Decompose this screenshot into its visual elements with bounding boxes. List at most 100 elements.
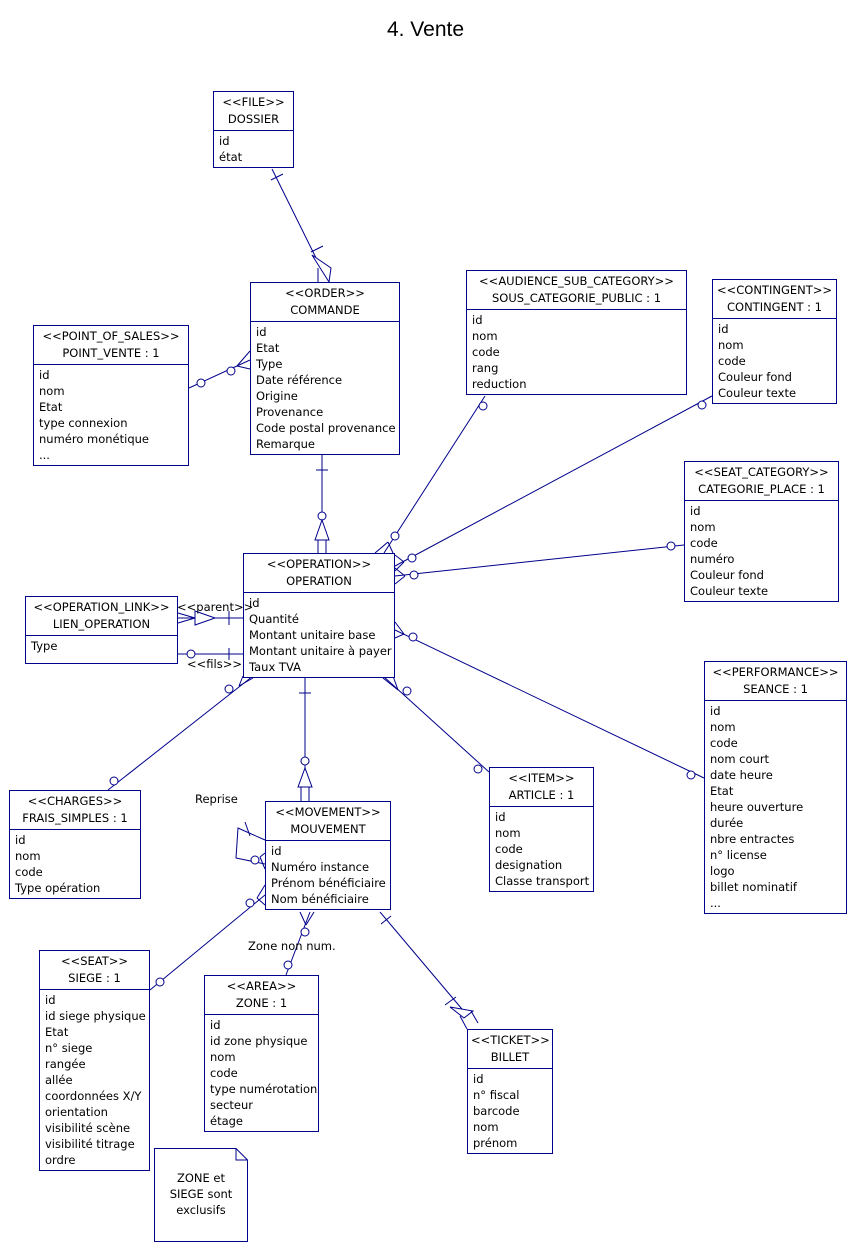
entity-attribute: id bbox=[15, 833, 26, 847]
entity-attribute: état bbox=[219, 150, 243, 164]
label-parent: <<parent>> bbox=[177, 600, 254, 614]
entity-stereotype: <<FILE>> bbox=[222, 95, 285, 109]
entity-attribute: coordonnées X/Y bbox=[45, 1089, 142, 1103]
entity-operation[interactable]: <<OPERATION>> OPERATION id Quantité Mont… bbox=[243, 553, 395, 678]
entity-attribute: ... bbox=[39, 448, 50, 462]
entity-stereotype: <<SEAT_CATEGORY>> bbox=[694, 465, 829, 479]
entity-attribute: Taux TVA bbox=[249, 660, 301, 674]
entity-name: COMMANDE bbox=[290, 303, 360, 317]
entity-attribute: orientation bbox=[45, 1105, 108, 1119]
entity-mouvement[interactable]: <<MOVEMENT>> MOUVEMENT id Numéro instanc… bbox=[265, 801, 391, 910]
page-title: 4. Vente bbox=[386, 18, 465, 41]
entity-attribute: Type bbox=[256, 357, 283, 371]
entity-categorie-place[interactable]: <<SEAT_CATEGORY>> CATEGORIE_PLACE : 1 id… bbox=[684, 461, 839, 602]
entity-attribute: barcode bbox=[473, 1104, 520, 1118]
entity-attribute: secteur bbox=[210, 1098, 253, 1112]
entity-attribute: Type opération bbox=[15, 881, 101, 895]
entity-commande[interactable]: <<ORDER>> COMMANDE id Etat Type Date réf… bbox=[250, 282, 400, 455]
entity-name: ARTICLE : 1 bbox=[508, 788, 575, 802]
entity-attribute: id bbox=[210, 1018, 221, 1032]
entity-attribute: code bbox=[690, 536, 718, 550]
entity-seance[interactable]: <<PERFORMANCE>> SEANCE : 1 id nom code n… bbox=[704, 661, 847, 914]
entity-attribute: nom bbox=[210, 1050, 236, 1064]
entity-name: FRAIS_SIMPLES : 1 bbox=[22, 811, 128, 825]
entity-attribute: visibilité scène bbox=[45, 1121, 131, 1135]
entity-attribute: numéro bbox=[690, 552, 735, 566]
entity-contingent[interactable]: <<CONTINGENT>> CONTINGENT : 1 id nom cod… bbox=[712, 279, 837, 404]
entity-stereotype: <<OPERATION_LINK>> bbox=[33, 600, 170, 614]
note-exclusive: ZONE et SIEGE sont exclusifs bbox=[154, 1148, 248, 1242]
entity-attribute: durée bbox=[710, 816, 744, 830]
entity-stereotype: <<ITEM>> bbox=[508, 771, 575, 785]
entity-attribute: nom bbox=[15, 849, 41, 863]
entity-attribute: prénom bbox=[473, 1136, 518, 1150]
entity-attribute: visibilité titrage bbox=[45, 1137, 135, 1151]
entity-stereotype: <<AUDIENCE_SUB_CATEGORY>> bbox=[479, 274, 674, 288]
note-shape-icon bbox=[154, 1148, 248, 1242]
entity-name: BILLET bbox=[490, 1050, 530, 1064]
entity-attribute: numéro monétique bbox=[39, 432, 149, 446]
entity-name: CATEGORIE_PLACE : 1 bbox=[698, 482, 825, 496]
entity-attribute: id bbox=[256, 325, 267, 339]
entity-attribute: code bbox=[495, 842, 523, 856]
entity-point-vente[interactable]: <<POINT_OF_SALES>> POINT_VENTE : 1 id no… bbox=[33, 325, 189, 466]
entity-article[interactable]: <<ITEM>> ARTICLE : 1 id nom code designa… bbox=[489, 767, 594, 892]
entity-attribute: nom court bbox=[710, 752, 770, 766]
entity-attribute: nom bbox=[718, 338, 744, 352]
note-line: exclusifs bbox=[176, 1203, 226, 1217]
entity-attribute: heure ouverture bbox=[710, 800, 804, 814]
entity-attribute: id siege physique bbox=[45, 1009, 146, 1023]
entity-attribute: id bbox=[495, 810, 506, 824]
entity-attribute: Origine bbox=[256, 389, 298, 403]
entity-siege[interactable]: <<SEAT>> SIEGE : 1 id id siege physique … bbox=[39, 950, 150, 1171]
note-line: ZONE et bbox=[176, 1171, 226, 1185]
entity-attribute: id bbox=[710, 704, 721, 718]
entity-attribute: Couleur texte bbox=[718, 386, 797, 400]
entity-attribute: Numéro instance bbox=[271, 860, 370, 874]
entity-attribute: Couleur fond bbox=[718, 370, 792, 384]
entity-sous-categorie-public[interactable]: <<AUDIENCE_SUB_CATEGORY>> SOUS_CATEGORIE… bbox=[466, 270, 687, 395]
entity-billet[interactable]: <<TICKET>> BILLET id n° fiscal barcode n… bbox=[467, 1029, 553, 1154]
entity-attribute: code bbox=[710, 736, 738, 750]
entity-attribute: ... bbox=[710, 896, 721, 910]
entity-dossier[interactable]: <<FILE>> DOSSIER id état bbox=[213, 91, 294, 168]
entity-attribute: code bbox=[472, 345, 500, 359]
entity-attribute: rangée bbox=[45, 1057, 86, 1071]
entity-attribute: Quantité bbox=[249, 612, 299, 626]
entity-attribute: Remarque bbox=[256, 437, 315, 451]
entity-attribute: id bbox=[249, 596, 260, 610]
entity-name: MOUVEMENT bbox=[290, 822, 366, 836]
entity-attribute: id bbox=[473, 1072, 484, 1086]
entity-name: SOUS_CATEGORIE_PUBLIC : 1 bbox=[491, 291, 662, 305]
label-zone-non-num: Zone non num. bbox=[248, 939, 336, 953]
entity-attribute: Nom bénéficiaire bbox=[271, 892, 369, 906]
entity-attribute: id bbox=[718, 322, 729, 336]
label-fils: <<fils>> bbox=[187, 657, 242, 671]
entity-attribute: code bbox=[15, 865, 43, 879]
entity-name: ZONE : 1 bbox=[235, 996, 288, 1010]
entity-attribute: code bbox=[210, 1066, 238, 1080]
entity-attribute: id bbox=[45, 993, 56, 1007]
entity-name: OPERATION bbox=[286, 574, 352, 588]
entity-attribute: date heure bbox=[710, 768, 773, 782]
entity-attribute: nom bbox=[472, 329, 498, 343]
entity-attribute: nom bbox=[710, 720, 736, 734]
entity-attribute: Provenance bbox=[256, 405, 324, 419]
entity-attribute: n° fiscal bbox=[473, 1088, 520, 1102]
entity-attribute: Etat bbox=[710, 784, 734, 798]
entity-stereotype: <<PERFORMANCE>> bbox=[712, 665, 839, 679]
entity-zone[interactable]: <<AREA>> ZONE : 1 id id zone physique no… bbox=[204, 975, 319, 1132]
entity-attribute: id bbox=[39, 368, 50, 382]
entity-attribute: nom bbox=[495, 826, 521, 840]
entity-attribute: nom bbox=[473, 1120, 499, 1134]
entity-stereotype: <<POINT_OF_SALES>> bbox=[42, 329, 180, 343]
entity-frais-simples[interactable]: <<CHARGES>> FRAIS_SIMPLES : 1 id nom cod… bbox=[9, 790, 141, 899]
entity-attribute: Type bbox=[31, 639, 58, 653]
entity-lien-operation[interactable]: <<OPERATION_LINK>> LIEN_OPERATION Type bbox=[25, 596, 178, 664]
entity-attribute: Montant unitaire à payer bbox=[249, 644, 392, 658]
note-line: SIEGE sont bbox=[169, 1187, 233, 1201]
entity-name: POINT_VENTE : 1 bbox=[62, 346, 160, 360]
entity-attribute: rang bbox=[472, 361, 499, 375]
entity-attribute: id bbox=[219, 134, 230, 148]
